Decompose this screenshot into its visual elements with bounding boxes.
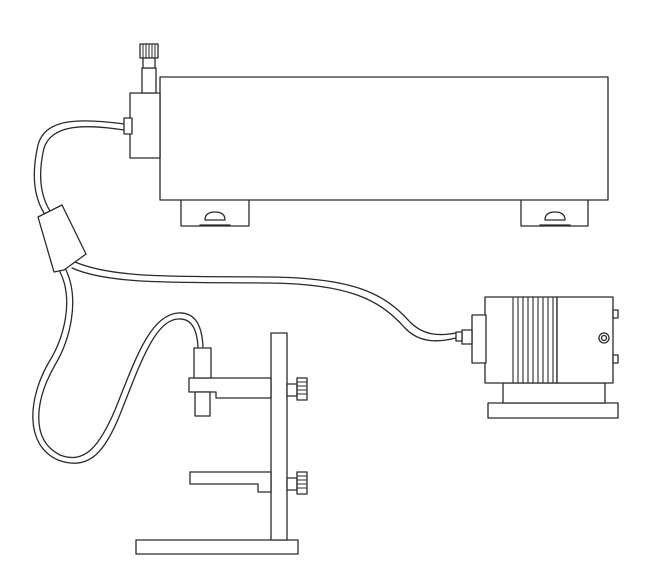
- heat-sink: [484, 296, 558, 384]
- fiber-cable: [32, 120, 457, 464]
- fiber-port-housing: [129, 92, 161, 159]
- fiber-splitter: [37, 204, 87, 273]
- upper-clamp-knob-icon: [296, 377, 308, 401]
- lower-clamp-knob-icon: [296, 471, 308, 495]
- main-unit-body: [159, 76, 609, 201]
- upper-clamp-arm: [188, 377, 272, 399]
- main-unit: [123, 43, 609, 227]
- probe-stand: [135, 332, 308, 555]
- lower-clamp-arm: [189, 471, 272, 493]
- stand-base: [135, 539, 299, 555]
- probe-head: [193, 347, 212, 379]
- probe-tip: [194, 391, 211, 417]
- light-source: [455, 296, 619, 419]
- stand-pole: [270, 332, 288, 541]
- light-source-base: [487, 402, 619, 419]
